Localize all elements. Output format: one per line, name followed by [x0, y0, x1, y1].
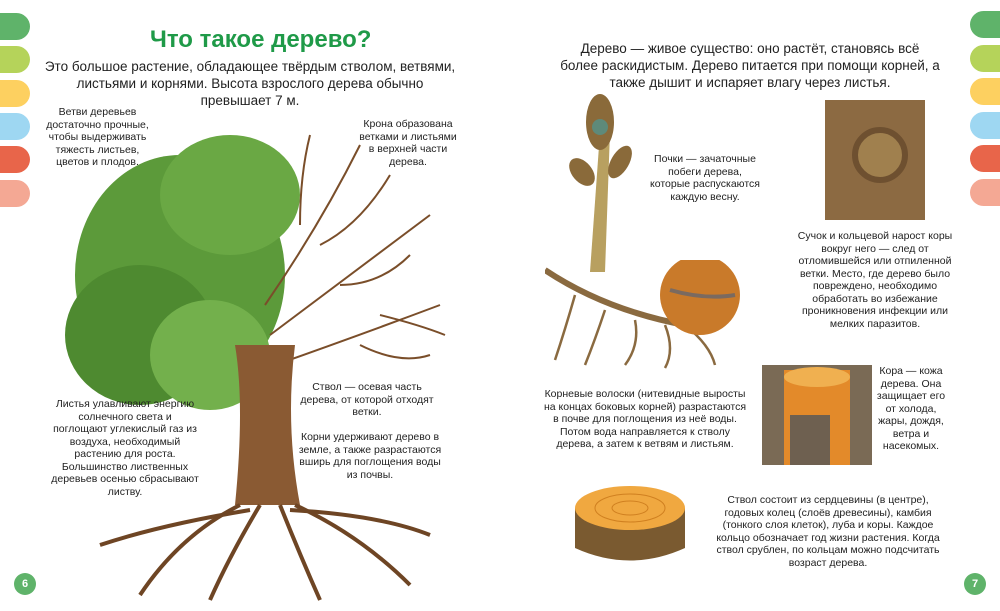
caption-root-hairs: Корневые волоски (нитевидные выросты на …	[543, 388, 747, 450]
section-tab-lime[interactable]	[0, 46, 30, 73]
section-tab-green[interactable]	[0, 13, 30, 40]
caption-buds: Почки — зачаточные побеги дерева, которы…	[650, 153, 760, 203]
section-tab-green[interactable]	[970, 11, 1000, 38]
page-number-left: 6	[14, 573, 36, 595]
caption-branches: Ветви деревьев достаточно прочные, чтобы…	[46, 106, 149, 168]
right-intro: Дерево — живое существо: оно растёт, ста…	[560, 41, 940, 90]
section-tab-blue[interactable]	[970, 112, 1000, 139]
knot-illustration	[825, 100, 925, 220]
section-tab-red[interactable]	[0, 146, 30, 173]
section-tab-blue[interactable]	[0, 113, 30, 140]
trunk-rings-illustration	[575, 486, 685, 561]
page-number-right: 7	[964, 573, 986, 595]
bud-illustration	[569, 94, 632, 272]
roots-illustration	[545, 260, 740, 369]
caption-knot: Сучок и кольцевой нарост коры вокруг нег…	[797, 230, 953, 330]
trunk	[235, 345, 300, 505]
section-tab-lime[interactable]	[970, 45, 1000, 72]
section-tab-pink[interactable]	[970, 179, 1000, 206]
caption-leaves: Листья улавливают энергию солнечного све…	[51, 398, 199, 498]
caption-bark: Кора — кожа дерева. Она защищает его от …	[876, 365, 946, 452]
left-intro: Это большое растение, обладающее твёрдым…	[44, 59, 456, 108]
section-tab-yellow[interactable]	[0, 80, 30, 107]
bark-illustration	[762, 365, 872, 465]
section-tab-pink[interactable]	[0, 180, 30, 207]
section-tab-red[interactable]	[970, 145, 1000, 172]
section-tab-yellow[interactable]	[970, 78, 1000, 105]
caption-crown: Крона образована ветками и листьями в ве…	[359, 118, 457, 168]
caption-roots: Корни удерживают дерево в земле, а также…	[298, 431, 442, 481]
tree-illustration	[65, 134, 446, 601]
caption-rings: Ствол состоит из сердцевины (в центре), …	[716, 494, 940, 569]
caption-trunk: Ствол — осевая часть дерева, от которой …	[300, 381, 434, 418]
page-title: Что такое дерево?	[150, 26, 372, 53]
